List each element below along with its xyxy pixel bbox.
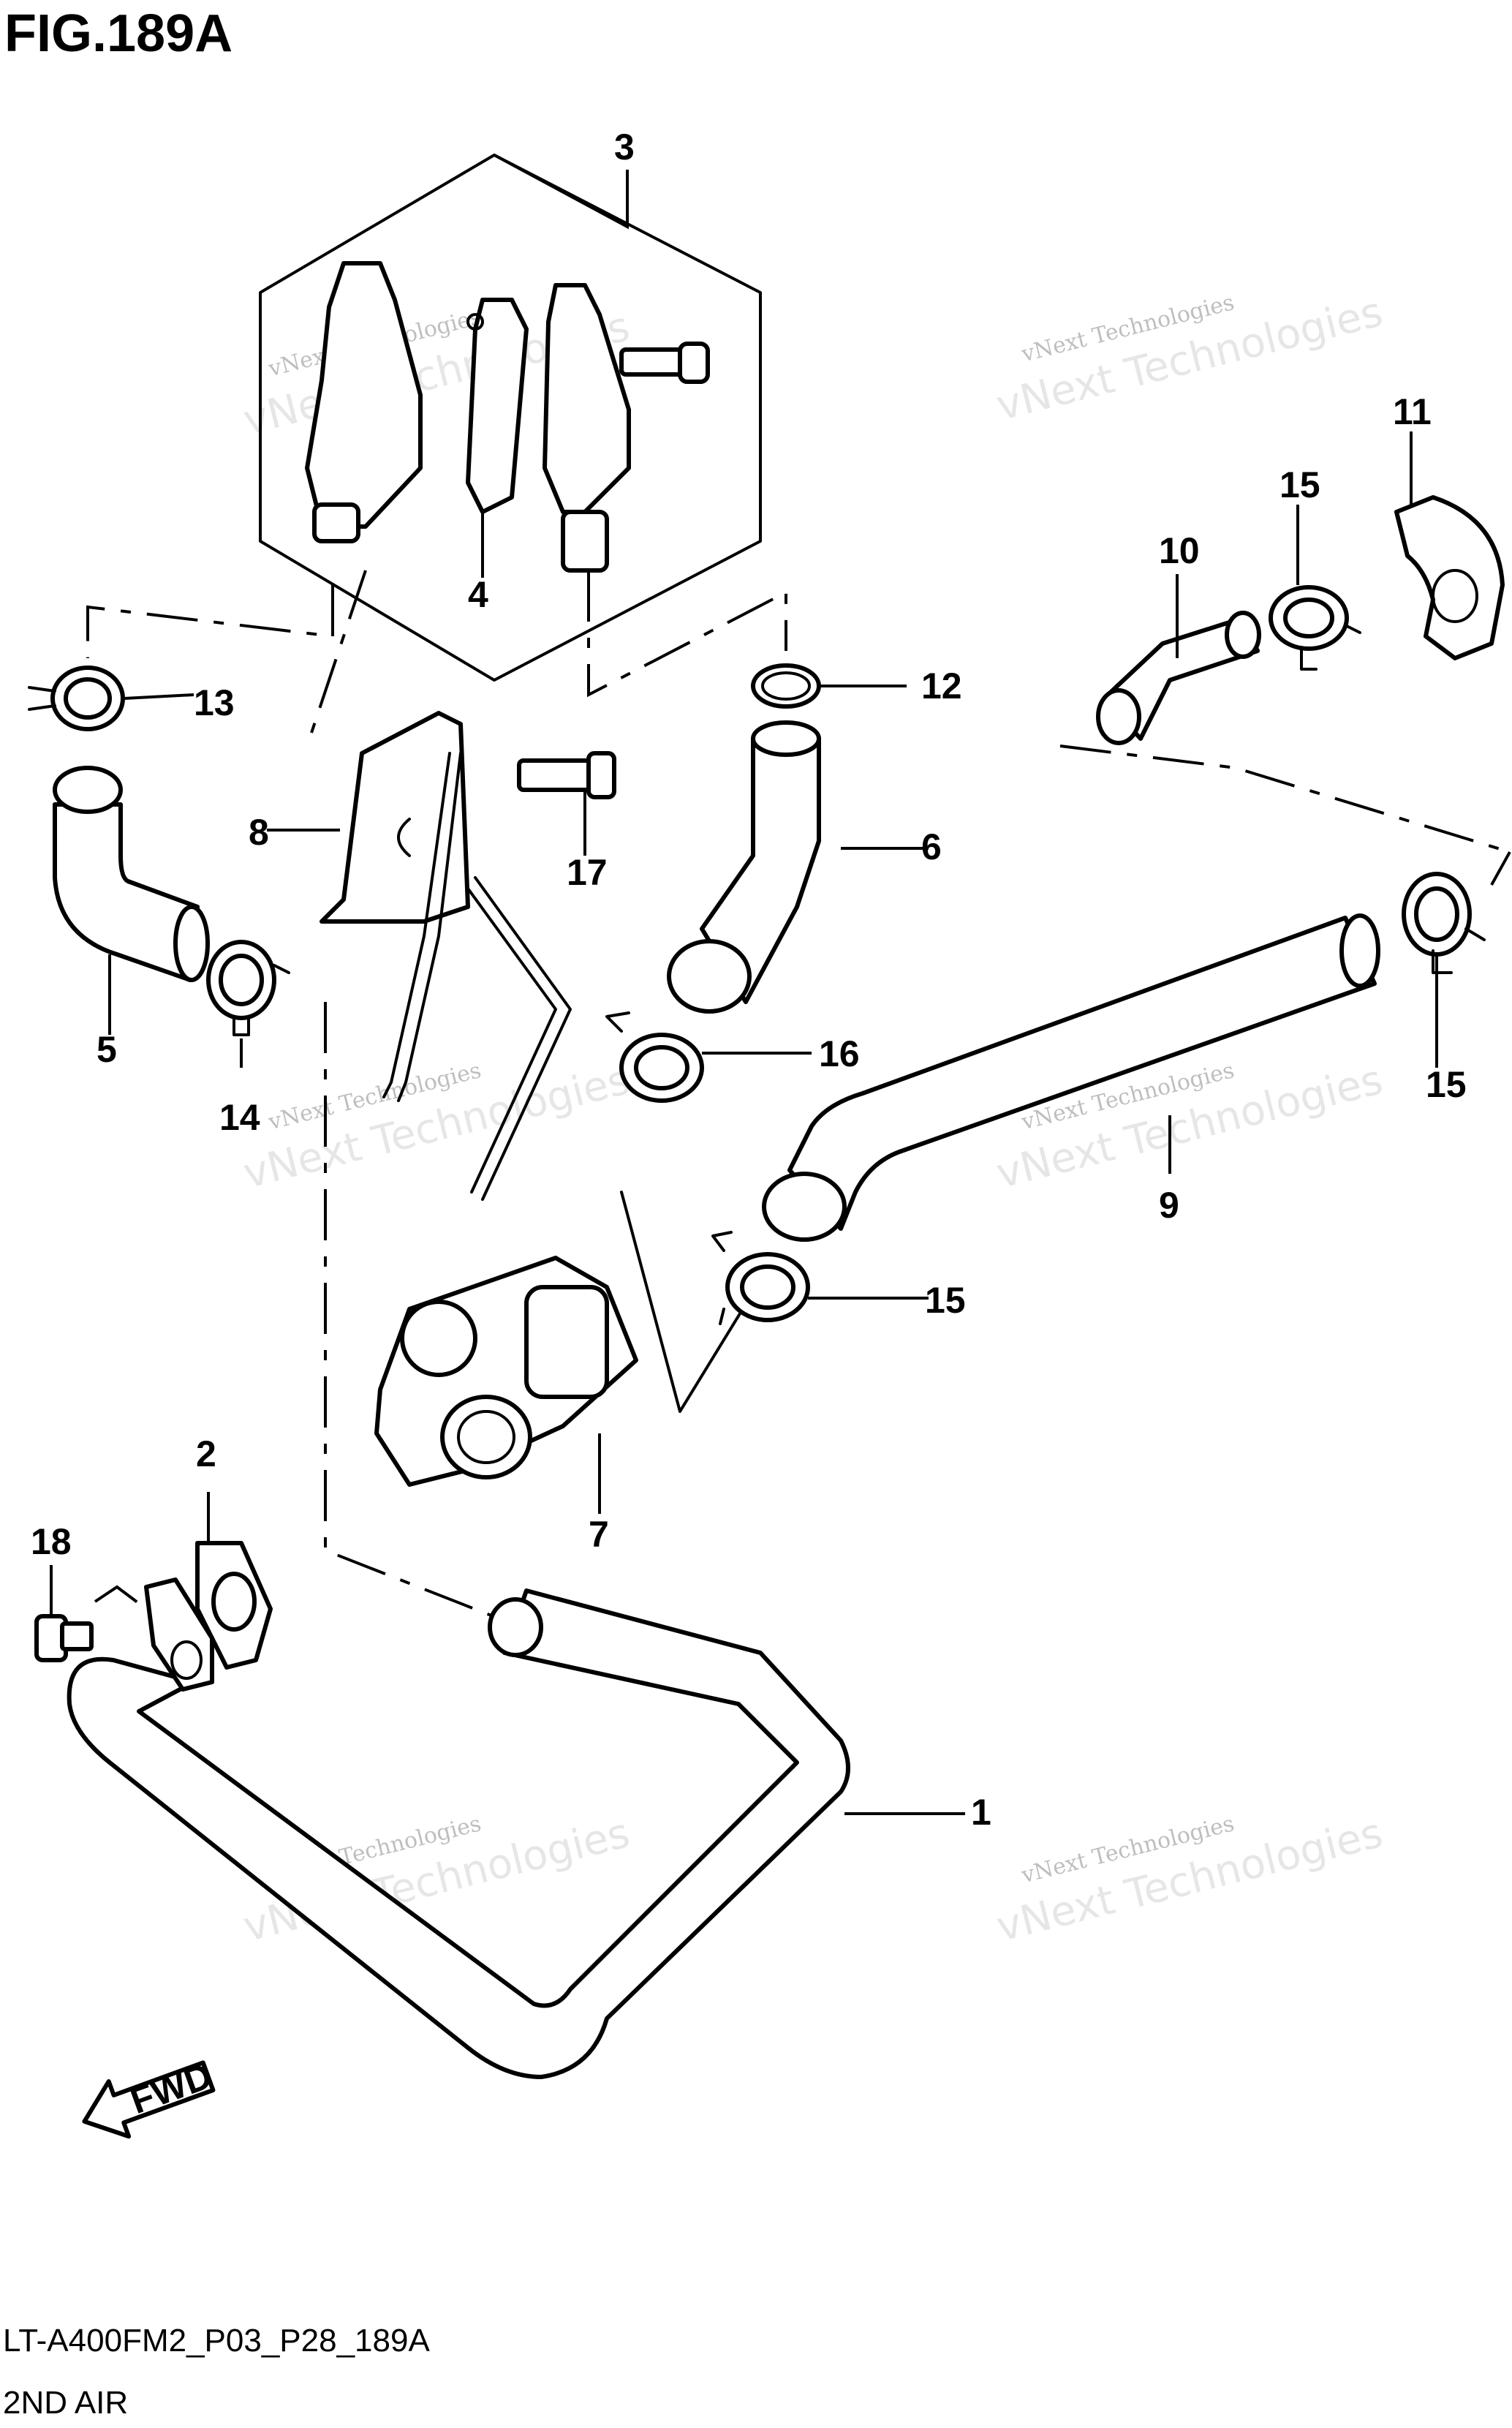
callout-7: 7: [589, 1514, 609, 1555]
callout-5: 5: [97, 1029, 117, 1070]
callout-14: 14: [219, 1097, 260, 1138]
callout-15-middle: 15: [925, 1280, 966, 1321]
o-ring-12: [751, 663, 821, 709]
assembly-link-right: [587, 570, 787, 698]
watermark-mid-left: vNext Technologies vNext Technologies: [239, 1056, 635, 1198]
air-pipe-right-inner: [466, 887, 557, 1194]
pipe-flange: [144, 1577, 214, 1692]
air-pipe-right: [474, 876, 572, 1201]
bolt-18: [34, 1614, 94, 1662]
reed-valve-cover-right: [543, 283, 631, 573]
hose-clamp-14: [206, 940, 290, 1036]
link-15-right: [1490, 851, 1511, 886]
reed-valve-plate: [466, 298, 529, 514]
valve-guide-line: [620, 1191, 751, 1413]
assembly-link-bracket: [306, 570, 367, 747]
hose-clamp-15-top: [1269, 585, 1361, 671]
callout-6: 6: [921, 826, 942, 867]
watermark-bottom-right: vNext Technologies vNext Technologies: [992, 1809, 1388, 1951]
leader-lines: [50, 154, 1438, 1815]
hose-clamp-15-right: [1402, 872, 1486, 974]
callout-13: 13: [194, 682, 235, 723]
callout-15-top: 15: [1279, 464, 1320, 505]
air-pipe-left-inner: [382, 752, 451, 1098]
control-valve-7: [374, 1256, 638, 1487]
link-18: [94, 1585, 148, 1610]
hose-9: [762, 913, 1380, 1242]
watermark-top-right: vNext Technologies vNext Technologies: [992, 288, 1388, 430]
callout-12: 12: [921, 666, 962, 706]
bracket-8: [320, 711, 470, 924]
callout-10: 10: [1159, 530, 1200, 571]
link-10-to-9: [1059, 744, 1511, 853]
callout-3: 3: [614, 127, 635, 167]
pipe-1: [67, 1588, 850, 2079]
fwd-label: FWD: [125, 2055, 217, 2122]
section-name: 2ND AIR: [3, 2385, 128, 2421]
callout-18: 18: [31, 1521, 72, 1562]
hose-clamp-13: [28, 666, 125, 731]
figure-title: FIG.189A: [4, 4, 233, 63]
callout-4: 4: [468, 574, 488, 615]
fitting-10: [1096, 611, 1261, 745]
reed-valve-assembly-outline: [259, 154, 762, 682]
callout-17: 17: [567, 852, 608, 893]
bolt-17: [517, 751, 616, 799]
gasket-2: [195, 1541, 273, 1670]
air-pipe-left: [397, 752, 462, 1102]
holder-11: [1394, 495, 1505, 660]
assembly-link-left: [86, 585, 334, 658]
callout-16: 16: [819, 1033, 860, 1074]
reed-valve-cover-left: [305, 261, 423, 543]
callout-2: 2: [196, 1433, 216, 1474]
hose-6: [667, 720, 821, 1014]
hose-clamp-15-middle: [711, 1231, 810, 1325]
fwd-arrow: FWD: [82, 2055, 217, 2139]
callout-8: 8: [249, 812, 269, 853]
callout-11: 11: [1393, 391, 1432, 432]
hose-elbow-5: [53, 766, 210, 982]
hose-clamp-16: [605, 1011, 704, 1103]
link-14-to-1: [324, 1002, 513, 1625]
callout-15-right: 15: [1426, 1064, 1467, 1105]
reed-valve-screw: [619, 342, 710, 384]
callout-1: 1: [971, 1792, 991, 1833]
model-code: LT-A400FM2_P03_P28_189A: [3, 2323, 430, 2359]
callout-9: 9: [1159, 1185, 1179, 1226]
